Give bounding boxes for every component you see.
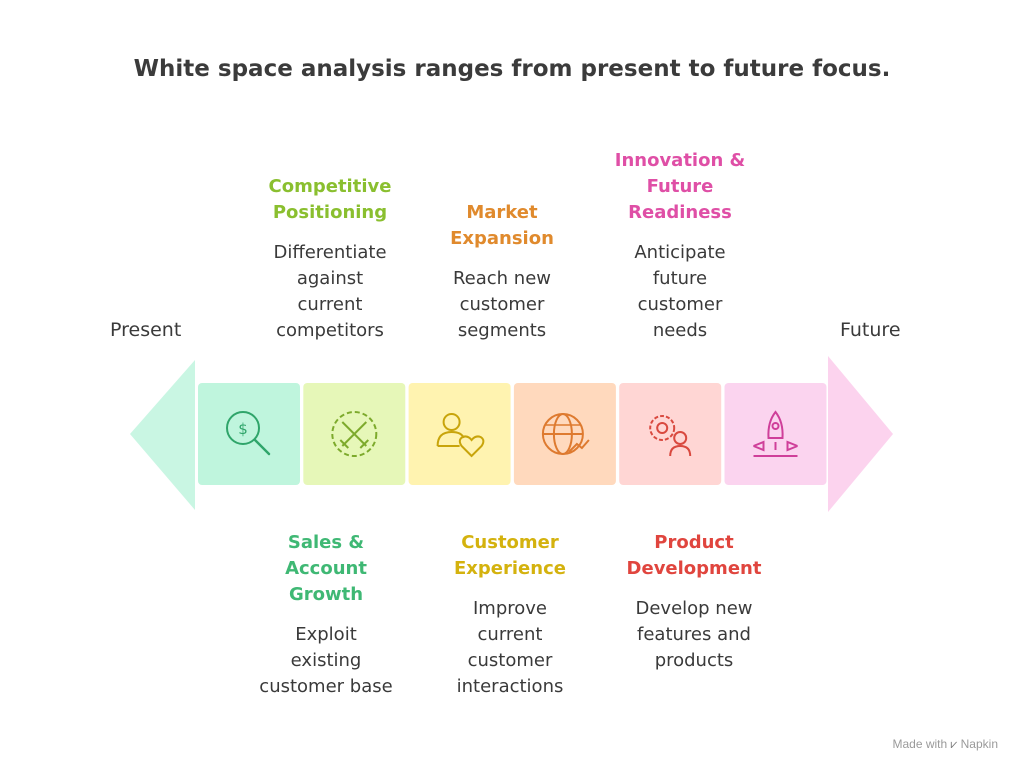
dollar-search-icon: $ <box>226 411 271 456</box>
stage-competitive-positioning: Competitive Positioning Differentiate ag… <box>240 174 420 344</box>
desc-line: Develop new <box>635 598 753 619</box>
heading-line: Sales & <box>287 532 365 553</box>
desc-line: customer base <box>259 676 393 697</box>
present-label: Present <box>110 319 182 341</box>
desc-line: current <box>477 624 543 645</box>
napkin-logo-icon: ⩗ <box>950 737 958 751</box>
desc-line: Differentiate <box>273 242 387 263</box>
desc-line: needs <box>652 320 708 341</box>
desc-line: products <box>654 650 734 671</box>
stage-description: Develop new features and products <box>604 596 784 674</box>
desc-line: features and <box>637 624 751 645</box>
stage-description: Differentiate against current competitor… <box>240 240 420 344</box>
page-title: White space analysis ranges from present… <box>133 56 891 82</box>
heading-line: Innovation & <box>614 150 746 171</box>
gear-person-icon <box>649 415 692 457</box>
desc-line: existing <box>290 650 362 671</box>
left-arrowhead <box>130 360 195 510</box>
stage-description: Anticipate future customer needs <box>590 240 770 344</box>
heading-line: Account <box>285 558 367 579</box>
swords-icon <box>331 411 378 457</box>
right-arrowhead <box>828 356 893 512</box>
stage-market-expansion: Market Expansion Reach new customer segm… <box>412 200 592 344</box>
heading-line: Customer <box>461 532 559 553</box>
stage-description: Improve current customer interactions <box>420 596 600 700</box>
stage-heading: Market Expansion <box>412 200 592 252</box>
heading-line: Market <box>466 202 538 223</box>
stage-heading: Product Development <box>604 530 784 582</box>
stage-heading: Competitive Positioning <box>240 174 420 226</box>
heading-line: Readiness <box>628 202 732 223</box>
heading-line: Expansion <box>450 228 554 249</box>
heading-line: Competitive <box>268 176 392 197</box>
heading-line: Development <box>626 558 762 579</box>
desc-line: future <box>652 268 708 289</box>
desc-line: against <box>296 268 364 289</box>
desc-line: Anticipate <box>634 242 726 263</box>
desc-line: current <box>297 294 363 315</box>
globe-growth-icon <box>541 413 590 455</box>
desc-line: Improve <box>472 598 547 619</box>
timeline-segment <box>724 383 827 485</box>
future-label: Future <box>840 319 901 341</box>
stage-heading: Customer Experience <box>420 530 600 582</box>
napkin-credit[interactable]: Made with ⩗ Napkin <box>892 737 998 752</box>
desc-line: interactions <box>456 676 564 697</box>
desc-line: customer <box>467 650 553 671</box>
heading-line: Future <box>646 176 714 197</box>
timeline-segment <box>198 383 300 485</box>
stage-description: Exploit existing customer base <box>236 622 416 700</box>
svg-text:$: $ <box>238 420 248 438</box>
stage-sales-account-growth: Sales & Account Growth Exploit existing … <box>236 530 416 700</box>
stage-product-development: Product Development Develop new features… <box>604 530 784 674</box>
heading-line: Growth <box>288 584 364 605</box>
desc-line: customer <box>637 294 723 315</box>
timeline-segment <box>619 383 722 485</box>
desc-line: customer <box>459 294 545 315</box>
stage-customer-experience: Customer Experience Improve current cust… <box>420 530 600 700</box>
made-with-text: Made with <box>892 737 948 751</box>
stage-innovation-future-readiness: Innovation & Future Readiness Anticipate… <box>590 148 770 344</box>
rocket-icon <box>753 410 798 457</box>
customer-heart-icon <box>436 413 485 458</box>
desc-line: competitors <box>276 320 384 341</box>
desc-line: Exploit <box>295 624 357 645</box>
heading-line: Product <box>654 532 734 553</box>
desc-line: Reach new <box>452 268 552 289</box>
napkin-brand-text: Napkin <box>960 737 998 751</box>
heading-line: Experience <box>454 558 566 579</box>
desc-line: segments <box>457 320 547 341</box>
heading-line: Positioning <box>272 202 388 223</box>
stage-heading: Innovation & Future Readiness <box>590 148 770 226</box>
stage-description: Reach new customer segments <box>412 266 592 344</box>
stage-heading: Sales & Account Growth <box>236 530 416 608</box>
